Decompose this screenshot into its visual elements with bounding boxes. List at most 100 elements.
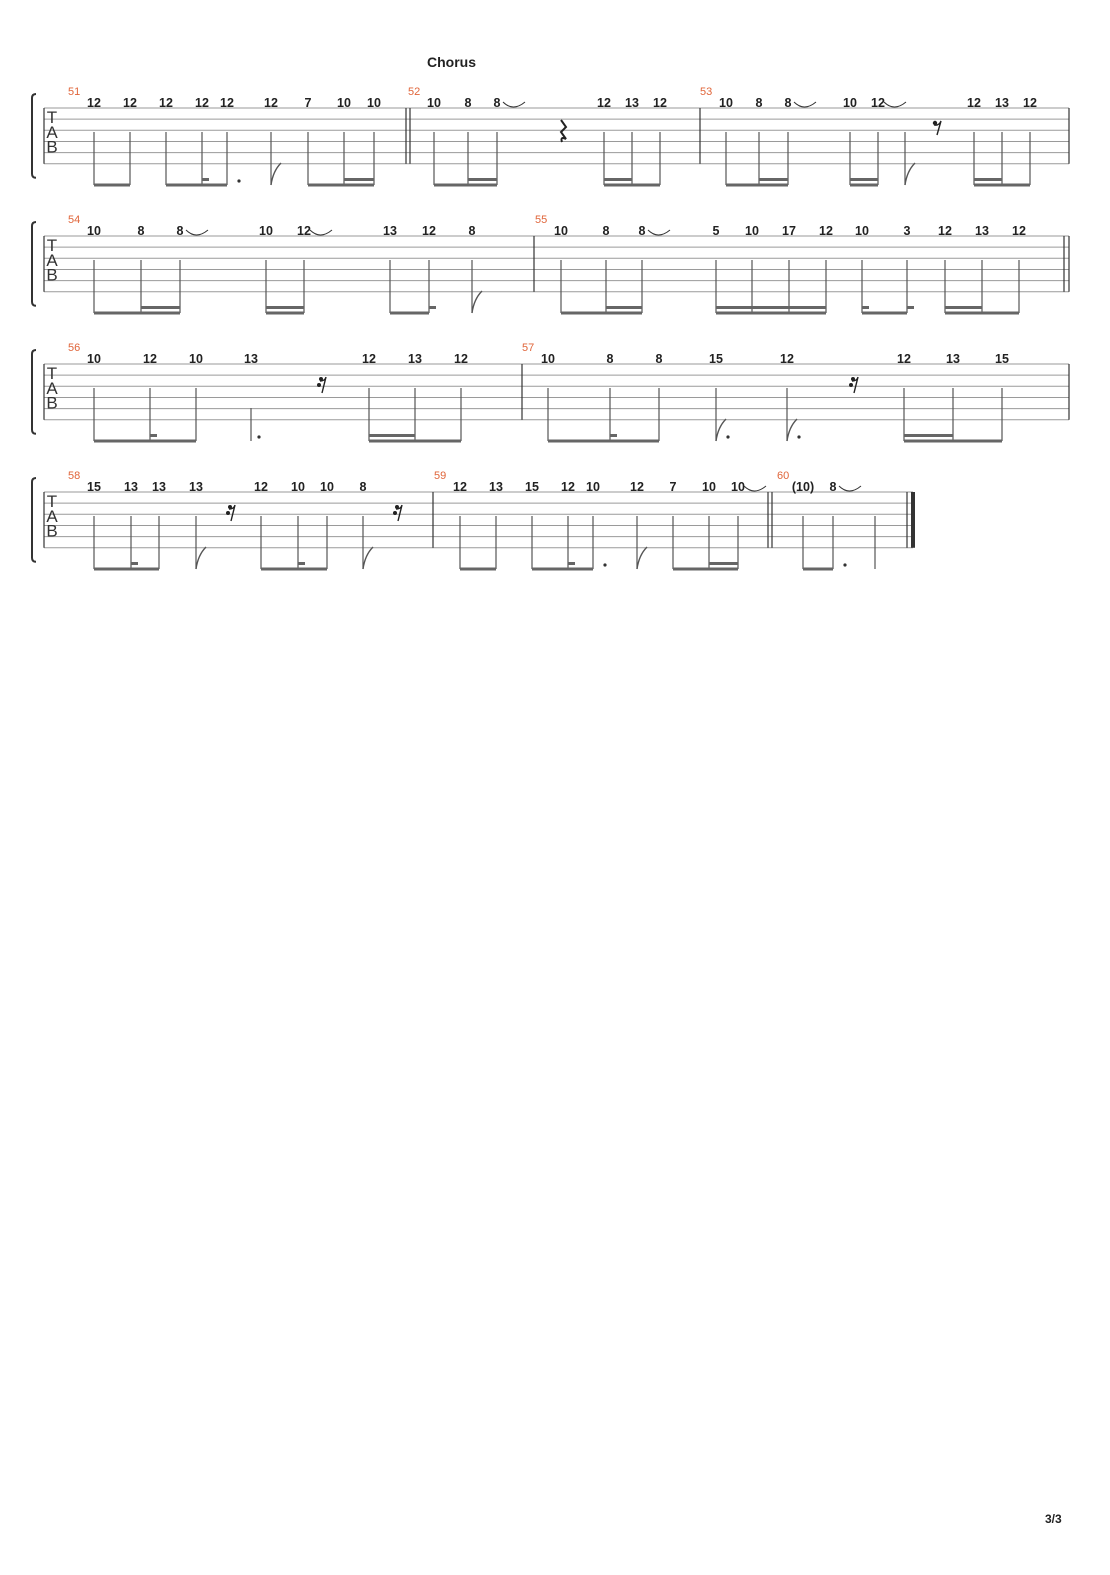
fret-number: 8 [607,352,614,366]
fret-number: 8 [785,96,792,110]
fret-number: 8 [639,224,646,238]
tab-clef-letter: B [46,522,57,541]
beam [369,439,461,443]
sixteenth-rest [228,504,236,522]
tab-clef-letter: T [47,236,57,255]
fret-number: 12 [871,96,885,110]
system-bracket [31,477,37,563]
fret-number: 8 [756,96,763,110]
fret-number: 10 [259,224,273,238]
sixteenth-rest-dot [393,511,397,515]
tie [793,101,817,108]
beam [716,311,826,315]
beam [974,183,1030,187]
fret-number: 10 [367,96,381,110]
fret-number: 13 [152,480,166,494]
tab-clef-letter: A [46,507,58,526]
tab-clef-letter: T [47,108,57,127]
measure-number: 51 [68,86,80,98]
fret-number: 10 [855,224,869,238]
fret-number: 12 [897,352,911,366]
fret-number: 10 [291,480,305,494]
note-flag [904,162,916,186]
section-label: Chorus [427,54,476,70]
sixteenth-rest-dot [317,383,321,387]
beam [166,183,227,187]
beam [604,183,660,187]
eighth-rest [933,120,942,136]
fret-number: 10 [189,352,203,366]
beam-stub [150,434,157,437]
beam-secondary [266,306,304,309]
sixteenth-rest-dot [319,377,323,381]
measure-number: 59 [434,470,446,482]
fret-number: 12 [780,352,794,366]
fret-number: 10 [719,96,733,110]
fret-number: 10 [87,352,101,366]
sixteenth-rest-dot [851,377,855,381]
dot [843,563,847,567]
fret-number: 8 [138,224,145,238]
tie [743,485,767,492]
beam [261,567,327,571]
note-flag [362,546,374,570]
note-flag [270,162,282,186]
system-bracket [31,349,37,435]
fret-number: 12 [1023,96,1037,110]
fret-number: 13 [489,480,503,494]
sixteenth-rest [851,376,859,394]
fret-number: 17 [782,224,796,238]
beam-stub [568,562,575,565]
fret-number: 10 [745,224,759,238]
fret-number: 13 [189,480,203,494]
fret-number: 10 [702,480,716,494]
dot [797,435,801,439]
beam-secondary [606,306,642,309]
beam [460,567,496,571]
beam-secondary [709,562,738,565]
beam-secondary [716,306,826,309]
beam [94,439,196,443]
fret-number: 5 [713,224,720,238]
beam [94,183,130,187]
beam [803,567,833,571]
fret-number: 10 [87,224,101,238]
beam [945,311,1019,315]
beam [561,311,642,315]
beam-stub [862,306,869,309]
fret-number: 8 [656,352,663,366]
sixteenth-rest-dot [395,505,399,509]
beam [532,567,593,571]
beam-secondary [974,178,1002,181]
beam-secondary [468,178,497,181]
fret-number: 15 [995,352,1009,366]
fret-number: 10 [586,480,600,494]
tie [185,229,209,236]
beam [726,183,788,187]
beam-stub [429,306,436,309]
measure-number: 55 [535,214,547,226]
measure-number: 54 [68,214,80,226]
note-flag [471,290,483,314]
tab-clef-letter: T [47,492,57,511]
tab-clef-letter: A [46,251,58,270]
fret-number: 10 [843,96,857,110]
fret-number: 12 [453,480,467,494]
fret-number: 8 [469,224,476,238]
note-flag [636,546,648,570]
fret-number: 8 [360,480,367,494]
fret-number: 10 [320,480,334,494]
beam-stub [202,178,209,181]
fret-number: 13 [383,224,397,238]
tab-clef-letter: B [46,394,57,413]
note-flag [195,546,207,570]
fret-number: 13 [946,352,960,366]
measure-number: 60 [777,470,789,482]
beam [308,183,374,187]
sixteenth-rest-dot [228,505,232,509]
fret-number: 15 [525,480,539,494]
fret-number: 12 [819,224,833,238]
sixteenth-rest-dot [849,383,853,387]
fret-number: 12 [653,96,667,110]
